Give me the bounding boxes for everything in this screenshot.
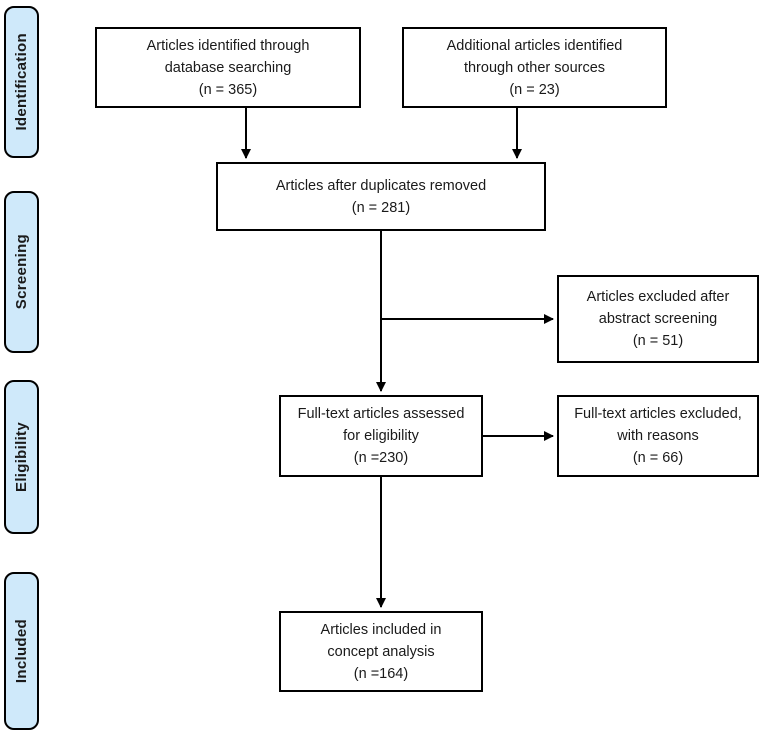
- stage-label-eligibility: Eligibility: [13, 422, 30, 492]
- box-duplicates-removed: Articles after duplicates removed (n = 2…: [216, 162, 546, 231]
- box-abstract-excluded: Articles excluded after abstract screeni…: [557, 275, 759, 363]
- stage-tab-eligibility: Eligibility: [4, 380, 39, 534]
- box-concept-included: Articles included in concept analysis (n…: [279, 611, 483, 692]
- box-fulltext-assessed: Full-text articles assessed for eligibil…: [279, 395, 483, 477]
- stage-tab-included: Included: [4, 572, 39, 730]
- box-database-searching: Articles identified through database sea…: [95, 27, 361, 108]
- stage-label-identification: Identification: [13, 33, 30, 131]
- stage-label-screening: Screening: [13, 234, 30, 310]
- box-other-sources: Additional articles identified through o…: [402, 27, 667, 108]
- box-fulltext-excluded: Full-text articles excluded, with reason…: [557, 395, 759, 477]
- stage-tab-screening: Screening: [4, 191, 39, 353]
- stage-label-included: Included: [13, 618, 30, 684]
- stage-tab-identification: Identification: [4, 6, 39, 158]
